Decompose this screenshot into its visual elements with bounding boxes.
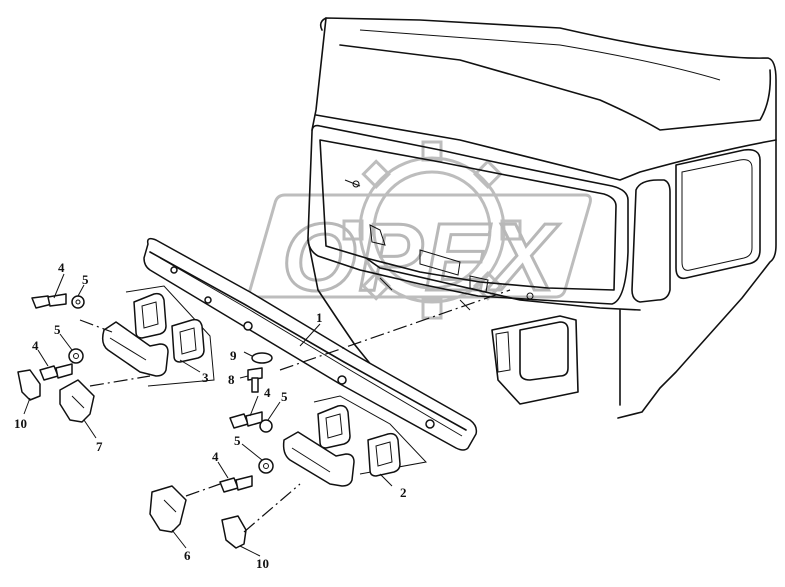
- bolt-8: [247, 367, 263, 393]
- left-bracket-assembly: [17, 319, 169, 423]
- truck-cab: [307, 17, 777, 419]
- washer-5b: [68, 348, 84, 364]
- callout-2: 2: [400, 485, 407, 500]
- bolt-4d: [219, 475, 253, 493]
- callout-1: 1: [316, 310, 323, 325]
- washer-5d: [258, 458, 274, 474]
- watermark-gear: [342, 140, 522, 320]
- centerline-1: [279, 289, 511, 371]
- washer-9: [251, 352, 273, 364]
- leader-lines: [23, 273, 393, 557]
- callouts: 4 5 5 4 3 10 7 1 9 8 4 5 5 4 2 6 10: [14, 260, 407, 571]
- callout-6: 6: [184, 548, 191, 563]
- part-2-plates-right: [313, 395, 427, 477]
- callout-8: 8: [228, 372, 235, 387]
- watermark-frame: [248, 193, 592, 299]
- bolt-4a: [31, 293, 67, 309]
- bolt-4c: [229, 411, 263, 429]
- callout-5: 5: [281, 389, 288, 404]
- callout-5: 5: [54, 322, 61, 337]
- right-bracket-assembly: [149, 431, 355, 549]
- watermark-logo: OPEX: [248, 140, 592, 320]
- callout-9: 9: [230, 348, 237, 363]
- washer-5c: [259, 419, 273, 433]
- callout-3: 3: [202, 370, 209, 385]
- callout-7: 7: [96, 439, 103, 454]
- callout-4: 4: [212, 449, 219, 464]
- part-1-crossbar: [143, 237, 478, 451]
- washer-5a: [71, 295, 85, 309]
- bolt-4b: [39, 363, 73, 381]
- callout-4: 4: [264, 385, 271, 400]
- callout-5: 5: [82, 272, 89, 287]
- part-3-plates-left: [125, 285, 215, 387]
- callout-5: 5: [234, 433, 241, 448]
- callout-10: 10: [14, 416, 27, 431]
- callout-4: 4: [58, 260, 65, 275]
- callout-4: 4: [32, 338, 39, 353]
- callout-10: 10: [256, 556, 269, 571]
